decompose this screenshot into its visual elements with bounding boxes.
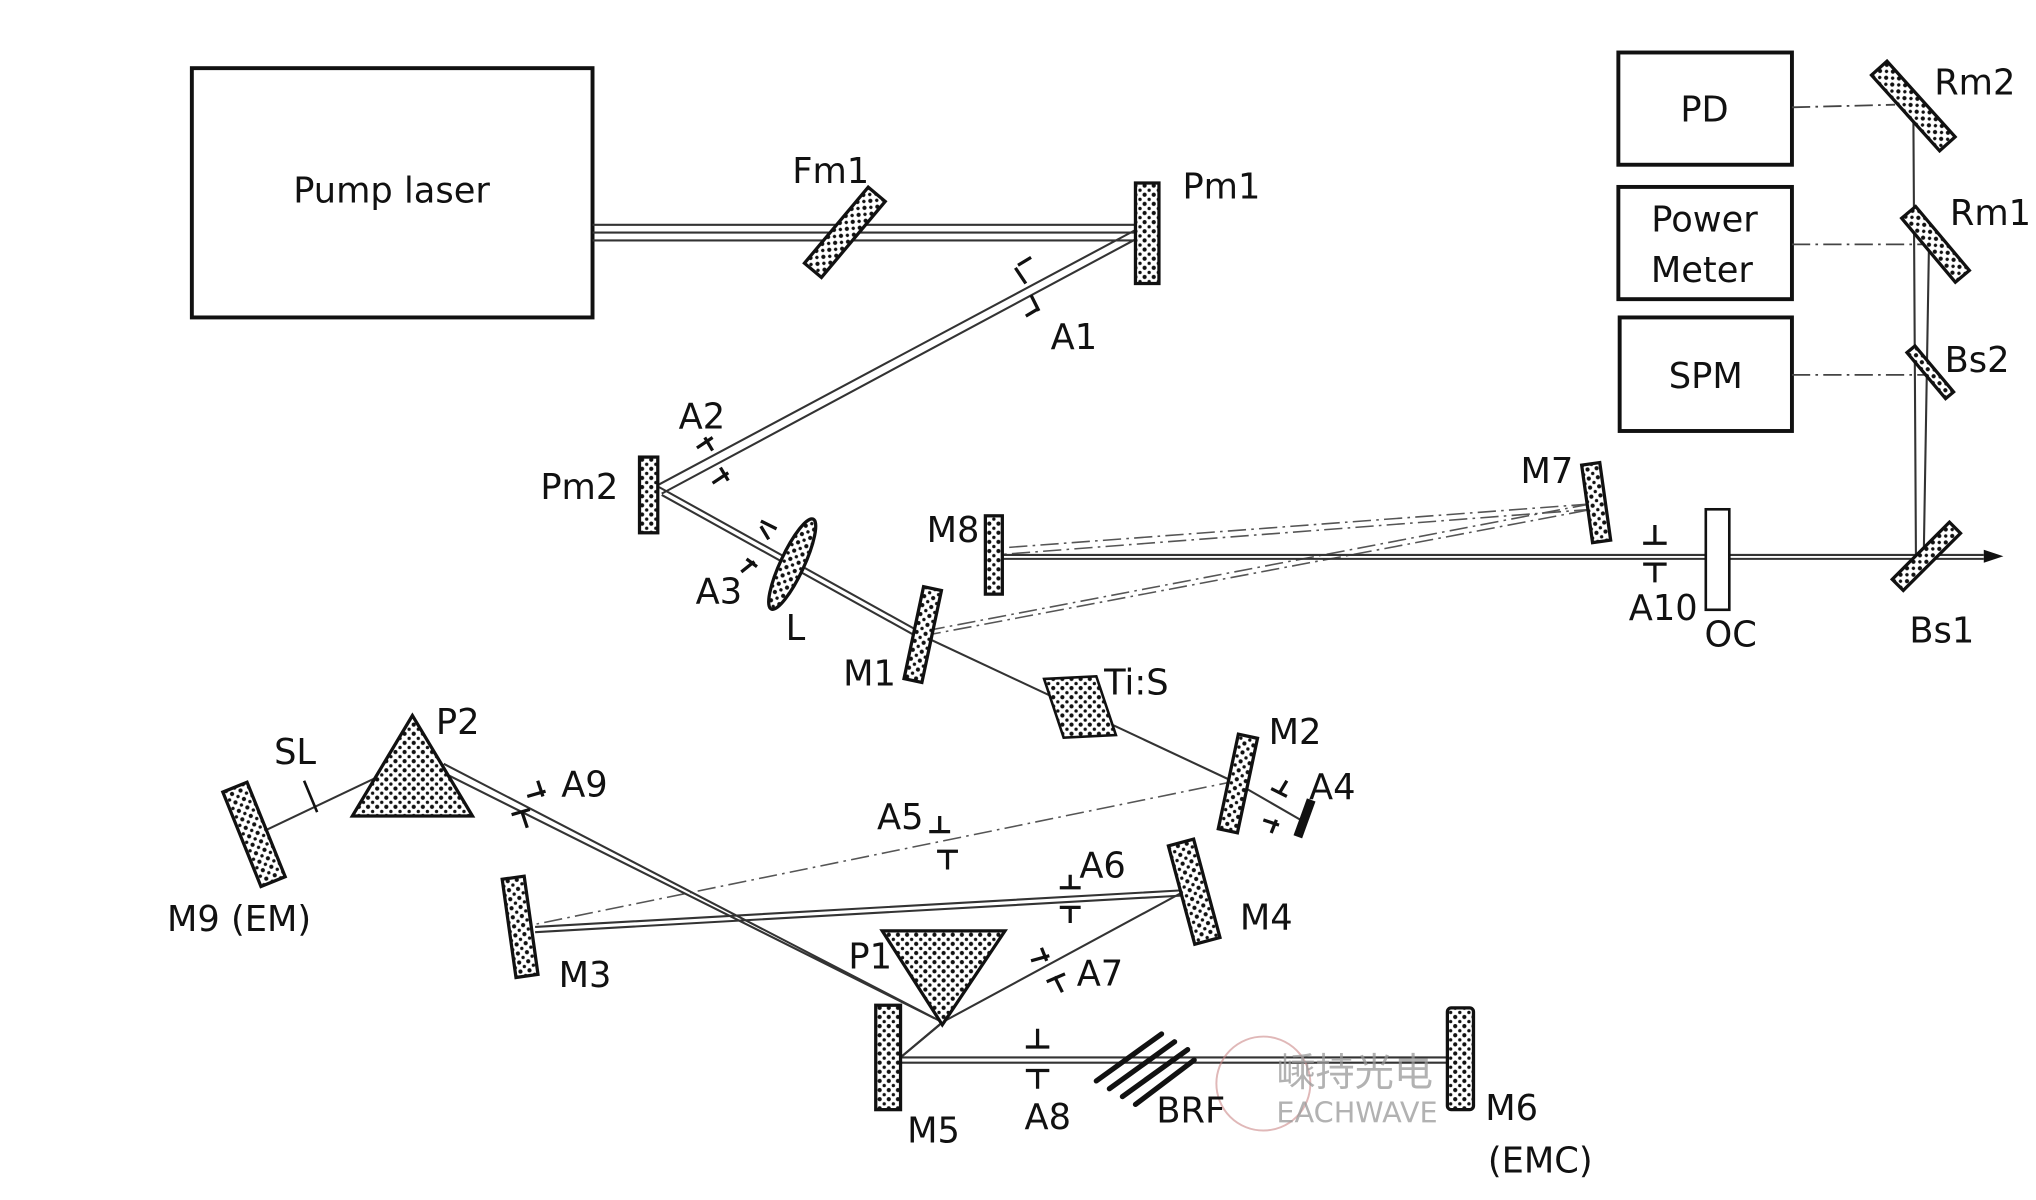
component-labels: Fm1 Pm1 Pm2 A1 A2 A3 L M1 Ti:S M2 A4 A5 … <box>167 62 2031 1181</box>
pump-laser-label: Pump laser <box>293 171 490 212</box>
lens-l <box>767 517 818 611</box>
aperture-a8 <box>1025 1028 1050 1089</box>
beamsplitter-bs1 <box>1889 519 1963 593</box>
pump-laser-box: Pump laser <box>189 66 595 320</box>
watermark: 嵊持光电 EACHWAVE <box>1215 1035 1438 1132</box>
label-tis: Ti:S <box>1103 663 1168 704</box>
mirror-m9 <box>220 780 288 889</box>
aperture-a9 <box>511 780 546 829</box>
output-coupler-oc <box>1704 507 1731 612</box>
beam-paths <box>254 103 2004 1064</box>
label-oc: OC <box>1704 614 1756 655</box>
label-m2: M2 <box>1269 712 1322 753</box>
spm-box: SPM <box>1617 315 1794 433</box>
mirror-m5 <box>874 1003 903 1112</box>
aperture-a10 <box>1643 524 1667 583</box>
aperture-a6 <box>1059 874 1081 924</box>
watermark-logo-icon <box>1215 1035 1312 1132</box>
slit-sl <box>302 780 319 813</box>
label-a9: A9 <box>561 764 608 805</box>
prism-p1 <box>879 929 1008 1028</box>
prism-p2 <box>349 712 476 818</box>
label-m6-emc: (EMC) <box>1488 1140 1593 1181</box>
mirror-m6 <box>1445 1006 1476 1112</box>
mirror-m7 <box>1579 460 1613 545</box>
label-m4: M4 <box>1240 898 1293 939</box>
output-arrow-icon <box>1983 549 2004 563</box>
aperture-a7 <box>1030 947 1066 993</box>
aperture-a1 <box>1014 256 1041 318</box>
mirror-m4 <box>1166 837 1222 947</box>
mirror-pm1 <box>1133 181 1161 286</box>
mirror-m2 <box>1216 732 1260 835</box>
label-a10: A10 <box>1629 588 1698 629</box>
label-m8: M8 <box>927 510 980 551</box>
label-bs2: Bs2 <box>1945 340 2010 381</box>
label-m3: M3 <box>559 955 612 996</box>
mirror-m1 <box>902 584 944 685</box>
label-bs1: Bs1 <box>1909 610 1974 651</box>
label-p2: P2 <box>436 702 480 743</box>
label-a4: A4 <box>1309 767 1356 808</box>
label-p1: P1 <box>848 937 892 978</box>
beamsplitter-bs2 <box>1904 343 1956 401</box>
label-m1: M1 <box>843 653 896 694</box>
watermark-cn: 嵊持光电 <box>1276 1051 1433 1096</box>
label-pm2: Pm2 <box>540 467 618 508</box>
pd-box: PD <box>1616 50 1794 167</box>
watermark-en: EACHWAVE <box>1276 1096 1437 1130</box>
tis-crystal <box>1042 674 1118 740</box>
label-m6: M6 <box>1485 1088 1538 1129</box>
label-m7: M7 <box>1520 451 1573 492</box>
label-sl: SL <box>274 732 316 773</box>
aperture-a4 <box>1262 779 1289 834</box>
spm-label: SPM <box>1669 356 1743 397</box>
mirror-rm2 <box>1869 58 1958 154</box>
pd-label: PD <box>1680 90 1728 131</box>
aperture-a2 <box>696 436 730 485</box>
label-fm1: Fm1 <box>792 151 869 192</box>
label-a2: A2 <box>679 396 725 437</box>
label-a6: A6 <box>1079 845 1125 886</box>
power-meter-label-2: Meter <box>1651 250 1754 291</box>
label-l: L <box>786 608 806 649</box>
label-m5: M5 <box>907 1110 960 1151</box>
apertures <box>511 256 1667 1089</box>
mirror-m3 <box>500 874 540 980</box>
birefringent-filter-brf <box>1093 1031 1197 1108</box>
label-m9: M9 (EM) <box>167 899 311 940</box>
label-a7: A7 <box>1077 954 1124 995</box>
small-mirror-a4 <box>1293 798 1316 839</box>
label-a8: A8 <box>1025 1097 1072 1138</box>
label-a1: A1 <box>1051 317 1097 358</box>
label-brf: BRF <box>1156 1091 1225 1132</box>
label-pm1: Pm1 <box>1182 167 1260 208</box>
mirror-fm1 <box>802 184 888 280</box>
aperture-a3 <box>740 519 778 574</box>
aperture-a5 <box>929 815 958 870</box>
power-meter-box: Power Meter <box>1616 184 1794 302</box>
power-meter-label-1: Power <box>1651 199 1758 240</box>
label-a3: A3 <box>696 571 742 612</box>
label-rm1: Rm1 <box>1950 193 2031 234</box>
mirror-pm2 <box>637 455 660 535</box>
mirror-rm1 <box>1899 204 1972 285</box>
label-a5: A5 <box>877 797 924 838</box>
mirror-m8 <box>983 514 1004 596</box>
label-rm2: Rm2 <box>1934 62 2015 103</box>
